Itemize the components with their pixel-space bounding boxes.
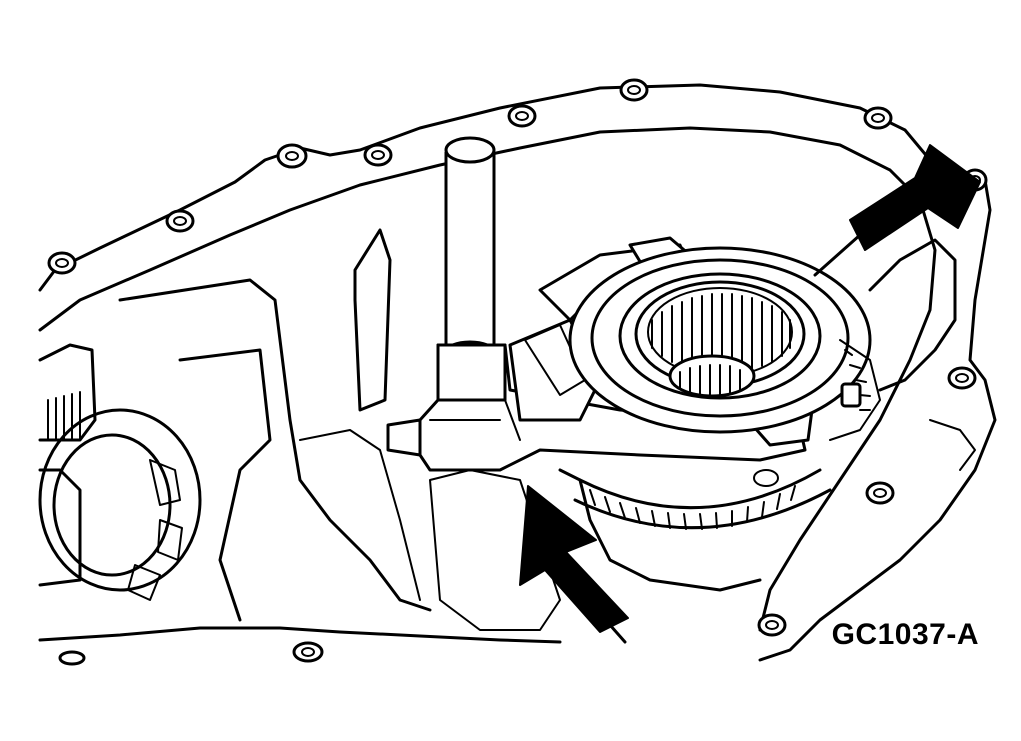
arrow-upper-right	[813, 144, 981, 277]
housing-web	[178, 348, 272, 622]
range-collar	[568, 246, 872, 434]
planetary-gear-ring	[558, 339, 881, 592]
bolt-hole	[276, 143, 308, 169]
housing-rib	[353, 228, 392, 412]
bolt-hole	[292, 641, 324, 663]
bolt-hole	[947, 366, 977, 390]
housing-flange-outline	[38, 83, 997, 662]
bolt-hole	[507, 104, 537, 128]
output-shaft-left	[38, 343, 202, 601]
arrow-lower	[519, 485, 629, 644]
bolt-hole	[865, 481, 895, 505]
housing-right-wall	[868, 238, 957, 392]
housing-inner-edge	[38, 126, 937, 632]
housing-bottom-edge	[38, 626, 562, 644]
housing-pocket	[429, 469, 561, 631]
figure-id-label: GC1037-A	[831, 618, 979, 651]
bolt-hole	[363, 143, 393, 167]
bolt-hole	[47, 251, 77, 275]
housing-rib	[299, 429, 421, 601]
bolt-hole	[165, 209, 195, 233]
shift-rail	[444, 136, 496, 364]
bolt-hole	[58, 650, 86, 666]
housing-right-wall	[929, 419, 976, 471]
bolt-hole	[619, 78, 649, 102]
bolt-holes	[47, 78, 988, 666]
bolt-hole	[757, 613, 787, 637]
housing-web	[118, 278, 432, 612]
bolt-hole	[863, 106, 893, 130]
